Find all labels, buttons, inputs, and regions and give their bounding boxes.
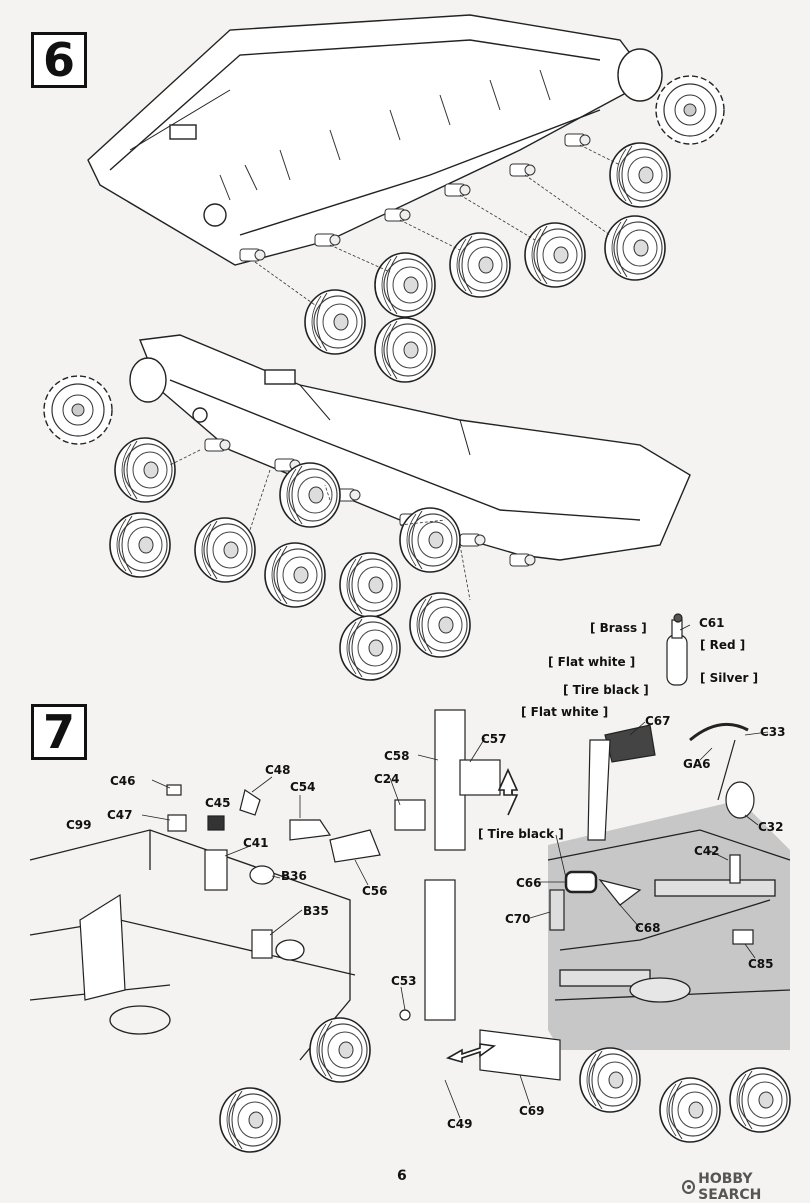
part-label-b35: B35 [303, 904, 329, 918]
part-label-c58: C58 [384, 749, 410, 763]
part-label-c46: C46 [110, 774, 136, 788]
part-label-c54: C54 [290, 780, 316, 794]
step-number: 6 [42, 33, 75, 87]
paint-callout-flat-white: [ Flat white ] [548, 655, 636, 669]
part-label-ga6: GA6 [683, 757, 711, 771]
part-label-c57: C57 [481, 732, 507, 746]
part-label-c42: C42 [694, 844, 720, 858]
part-label-c24: C24 [374, 772, 400, 786]
hull-upper [87, 14, 652, 266]
paint-callout-silver: [ Silver ] [700, 671, 759, 685]
paint-callout-flat-white: [ Flat white ] [521, 705, 609, 719]
motion-arrows [445, 768, 519, 1064]
suspension-arms-upper [219, 69, 551, 201]
part-label-c70: C70 [505, 912, 531, 926]
watermark-text: HOBBY SEARCH [698, 1171, 762, 1203]
part-label-b36: B36 [281, 869, 307, 883]
step-number: 7 [42, 705, 75, 759]
page-number: 6 [397, 1168, 407, 1184]
part-label-c99: C99 [66, 818, 92, 832]
part-label-c69: C69 [519, 1104, 545, 1118]
part-label-c61: C61 [699, 616, 725, 630]
hobby-search-logo-icon [682, 1180, 696, 1194]
part-label-c66: C66 [516, 876, 542, 890]
part-label-c49: C49 [447, 1117, 473, 1131]
part-label-c48: C48 [265, 763, 291, 777]
part-label-c47: C47 [107, 808, 133, 822]
watermark: HOBBY SEARCH [682, 1171, 810, 1203]
step-6-badge: 6 [31, 32, 87, 88]
part-label-c41: C41 [243, 836, 269, 850]
part-label-c56: C56 [362, 884, 388, 898]
paint-callout-red: [ Red ] [700, 638, 746, 652]
interior-highlight [548, 800, 790, 1050]
hull-lower [139, 334, 691, 561]
part-label-c85: C85 [748, 957, 774, 971]
paint-callout-tire-black: [ Tire black ] [563, 683, 649, 697]
leader-lines [141, 624, 769, 1119]
part-label-c53: C53 [391, 974, 417, 988]
paint-callout-brass: [ Brass ] [590, 621, 647, 635]
part-label-c33: C33 [760, 725, 786, 739]
paint-callout-tire-black: [ Tire black ] [478, 827, 564, 841]
part-label-c68: C68 [635, 921, 661, 935]
part-label-c32: C32 [758, 820, 784, 834]
part-label-c67: C67 [645, 714, 671, 728]
part-label-c45: C45 [205, 796, 231, 810]
parts-step-7 [79, 613, 755, 1081]
step-7-badge: 7 [31, 704, 87, 760]
